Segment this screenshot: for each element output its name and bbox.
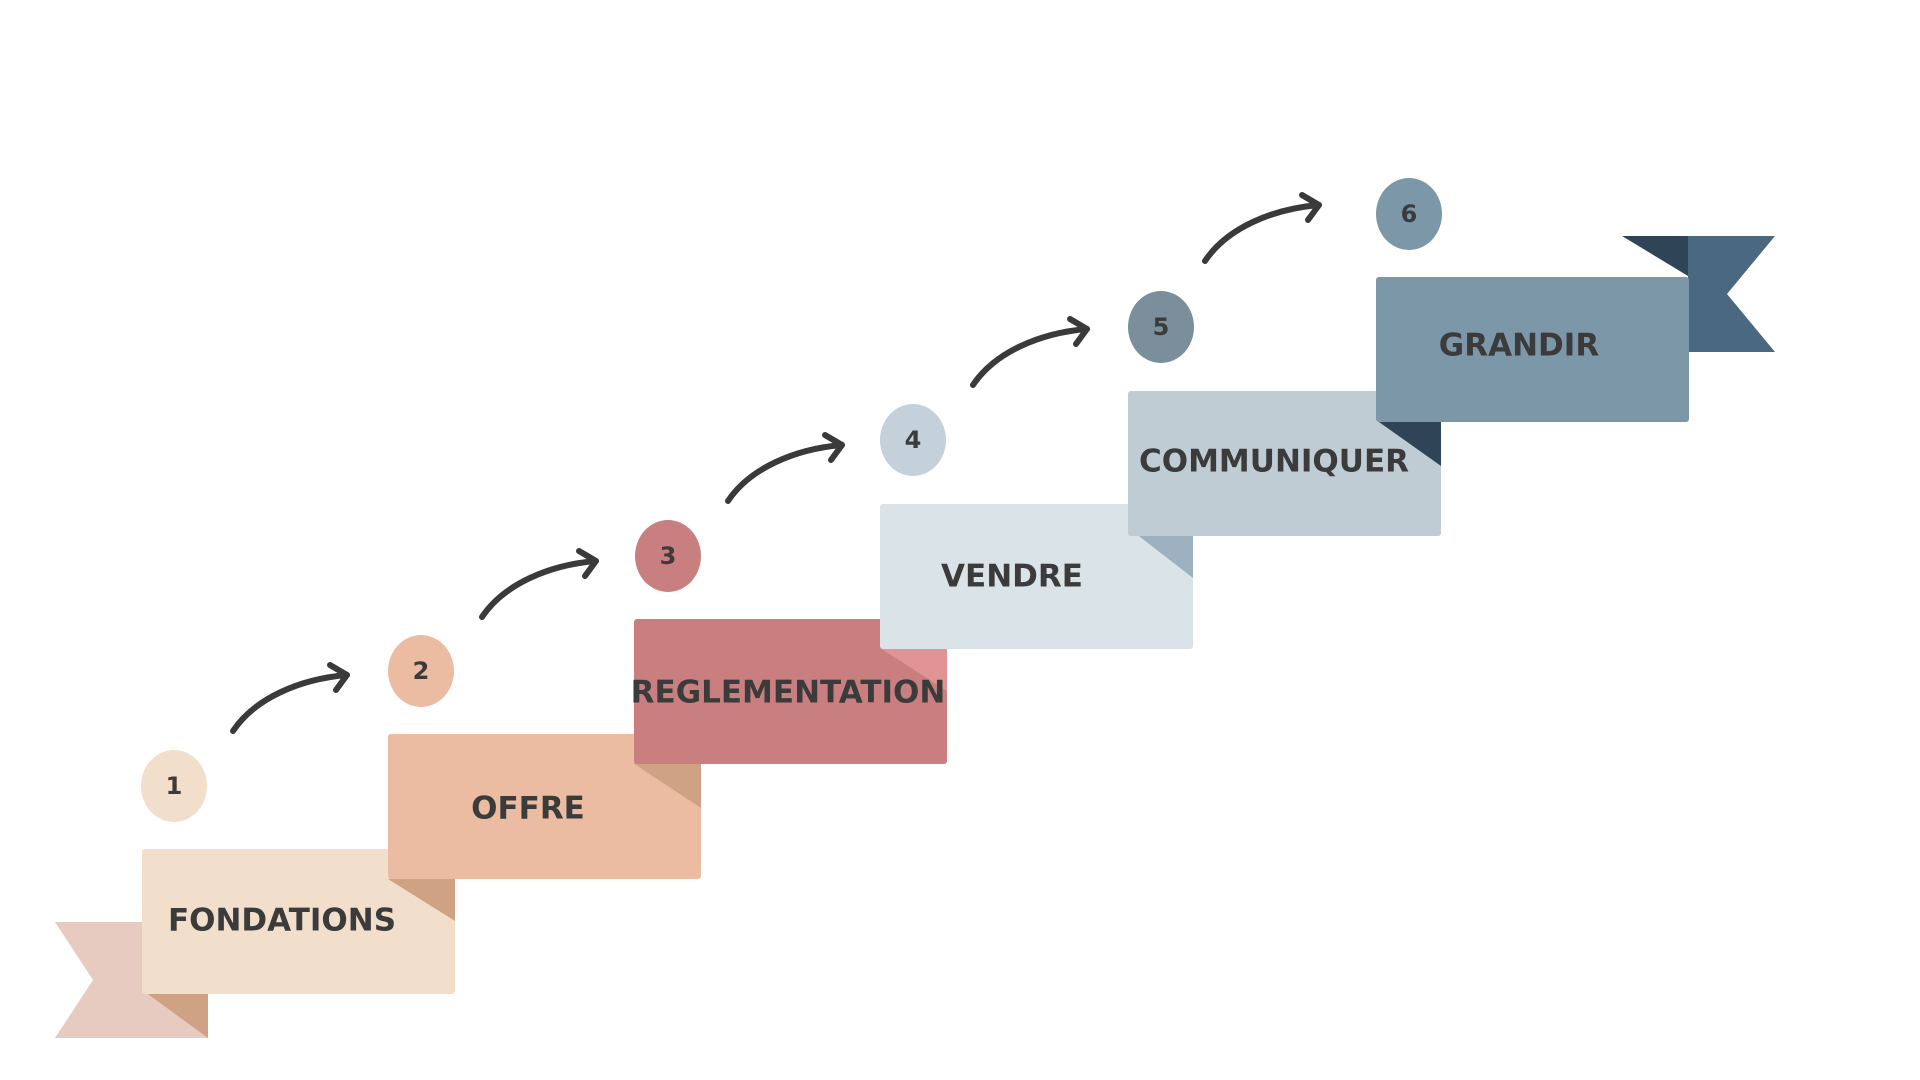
step-fold-reglementation [880, 648, 947, 691]
step-fold-vendre [1135, 533, 1193, 578]
arrow-1-to-2 [230, 662, 350, 734]
step-number-2: 2 [413, 657, 430, 685]
step-communiquer: COMMUNIQUER 5 [1128, 291, 1441, 536]
step-offre: OFFRE 2 [388, 635, 701, 879]
arrow-4-to-5 [970, 316, 1090, 388]
step-label-fondations: FONDATIONS [168, 903, 396, 939]
step-box-vendre [880, 504, 1193, 649]
step-number-1: 1 [166, 772, 183, 800]
arrow-2-to-3 [479, 548, 599, 620]
start-ribbon-fold [145, 992, 208, 1038]
step-number-4: 4 [905, 426, 922, 454]
step-box-reglementation [634, 619, 947, 764]
step-grandir: GRANDIR 6 [1376, 178, 1689, 466]
step-number-6: 6 [1401, 200, 1418, 228]
step-circle-6 [1376, 178, 1442, 250]
step-fold-fondations [388, 879, 455, 921]
step-circle-1 [141, 750, 207, 822]
arrow-5-to-6 [1202, 192, 1322, 264]
step-circle-4 [880, 404, 946, 476]
step-box-communiquer [1128, 391, 1441, 536]
step-label-grandir: GRANDIR [1439, 328, 1600, 364]
step-label-communiquer: COMMUNIQUER [1139, 444, 1409, 480]
step-number-5: 5 [1153, 313, 1170, 341]
step-label-vendre: VENDRE [941, 559, 1083, 595]
step-box-offre [388, 734, 701, 879]
step-circle-5 [1128, 291, 1194, 363]
step-fondations: FONDATIONS 1 [141, 750, 455, 994]
step-fold-grandir [1379, 422, 1441, 466]
step-vendre: VENDRE 4 [880, 404, 1193, 649]
step-box-grandir [1376, 277, 1689, 422]
step-reglementation: REGLEMENTATION 3 [631, 520, 947, 764]
step-circle-2 [388, 635, 454, 707]
step-fold-offre [633, 763, 701, 808]
end-ribbon [1622, 236, 1775, 352]
step-label-reglementation: REGLEMENTATION [631, 675, 946, 711]
step-box-fondations [142, 849, 455, 994]
end-ribbon-fold [1622, 236, 1688, 276]
step-circle-3 [635, 520, 701, 592]
arrow-3-to-4 [725, 432, 845, 504]
step-number-3: 3 [660, 542, 677, 570]
step-label-offre: OFFRE [471, 791, 585, 827]
